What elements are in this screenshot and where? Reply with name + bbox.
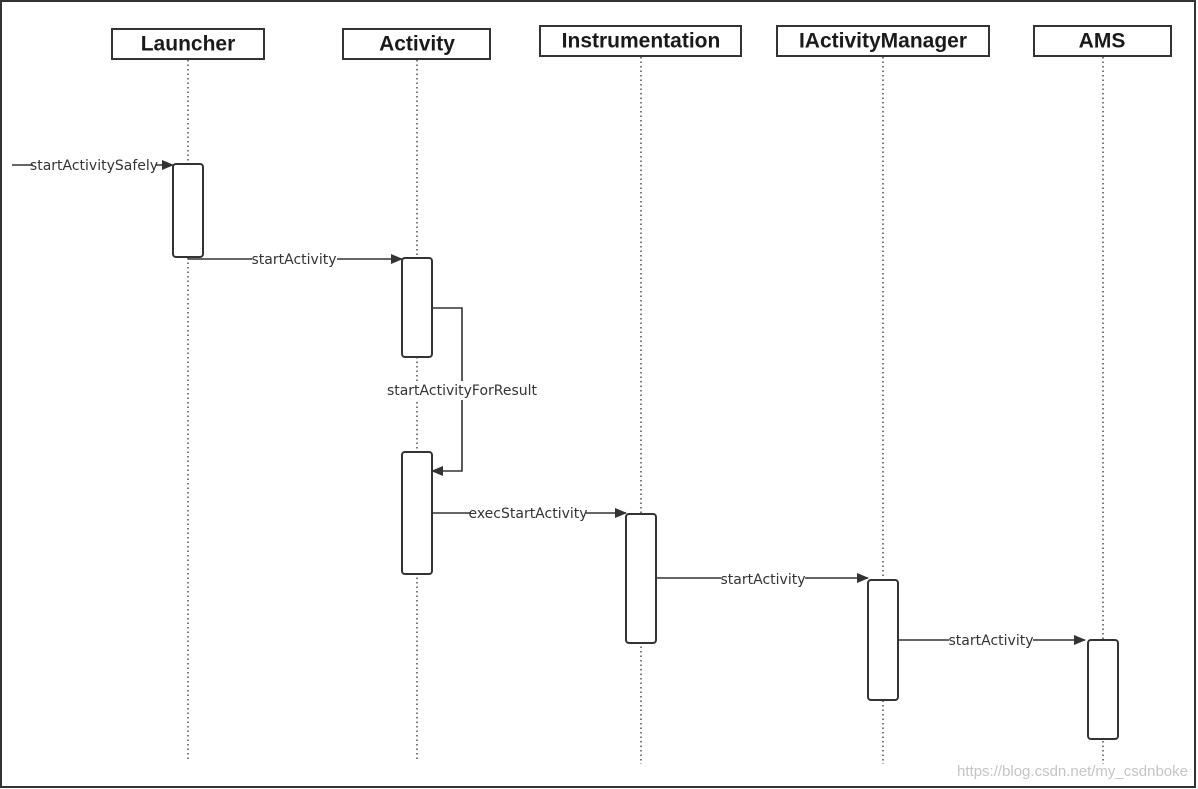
participant-box [776,25,990,57]
participant-activity: Activity [342,28,491,60]
message-label-bg [33,156,156,175]
participant-label: AMS [1079,30,1126,53]
message-start-activity-2: startActivity [656,570,869,589]
participant-iactivitymanager: IActivityManager [776,25,990,57]
participant-box [539,25,742,57]
message-exec-start-activity: execStartActivity [432,504,627,523]
activation-ams [1087,639,1119,740]
message-label-bg [949,631,1033,650]
activation-activity-2 [401,451,433,575]
message-label: startActivitySafely [30,158,158,174]
participant-ams: AMS [1033,25,1172,57]
message-label: startActivityForResult [387,383,538,399]
message-start-activity-3: startActivity [898,631,1086,650]
activation-instrumentation [625,513,657,644]
participant-label: Activity [379,33,455,56]
message-label-bg [252,250,337,269]
participant-box [1033,25,1172,57]
participant-launcher: Launcher [111,28,265,60]
participant-label: IActivityManager [799,30,967,53]
participant-label: Launcher [141,33,236,56]
message-label-bg [471,504,586,523]
message-label: execStartActivity [468,506,587,522]
watermark: https://blog.csdn.net/my_csdnboke [957,763,1188,780]
message-start-activity-1: startActivity [188,250,403,269]
participant-box [111,28,265,60]
message-label: startActivity [949,633,1034,649]
message-label-bg [721,570,805,589]
message-label: startActivity [252,252,337,268]
participant-label: Instrumentation [562,30,721,53]
activation-launcher [172,163,204,258]
participant-instrumentation: Instrumentation [539,25,742,57]
message-start-activity-for-result: startActivityForResult [387,307,538,476]
message-start-activity-safely: startActivitySafely [12,156,174,175]
participant-box [342,28,491,60]
message-label: startActivity [721,572,806,588]
message-label-bg [389,381,536,400]
activation-activity-1 [401,257,433,358]
activation-iactivitymanager [867,579,899,701]
